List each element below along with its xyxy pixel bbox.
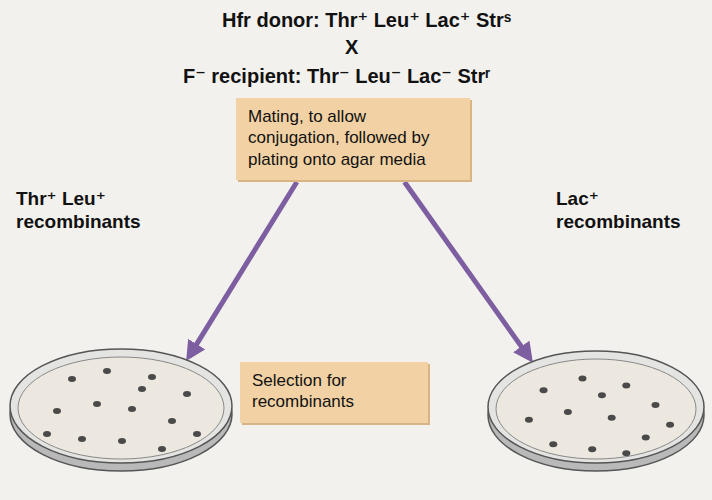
flow-arrow bbox=[404, 182, 530, 359]
genotype-label: F⁻ recipient: Thr⁻ Leu⁻ Lac⁻ Strʳ bbox=[183, 64, 490, 88]
colony-dot bbox=[564, 409, 572, 415]
genotype-label: Hfr donor: Thr⁺ Leu⁺ Lac⁺ Strˢ bbox=[222, 8, 511, 32]
box-text: Selection for recombinants bbox=[252, 370, 416, 413]
plate-heading: Lac⁺ recombinants bbox=[556, 188, 706, 234]
colony-dot bbox=[578, 376, 586, 382]
colony-dot bbox=[53, 408, 61, 414]
flow-arrow bbox=[189, 182, 297, 357]
colony-dot bbox=[642, 434, 650, 440]
plate-rim bbox=[488, 351, 704, 463]
colony-dot bbox=[138, 386, 146, 392]
colony-dot bbox=[168, 418, 176, 424]
colony-dot bbox=[540, 387, 548, 393]
colony-dot bbox=[666, 422, 674, 428]
plate-base bbox=[488, 359, 704, 471]
colony-dot bbox=[525, 417, 533, 423]
colony-dot bbox=[588, 446, 596, 452]
colony-dot bbox=[622, 450, 630, 456]
petri-dish: Thr⁺ Leu⁺ recombinants bbox=[8, 343, 234, 477]
colony-dot bbox=[651, 402, 659, 408]
colony-dot bbox=[43, 431, 51, 437]
colony-dot bbox=[549, 441, 557, 447]
process-box: Selection for recombinants bbox=[240, 362, 428, 423]
plate-rim bbox=[10, 349, 232, 463]
plate-drawing bbox=[486, 345, 706, 477]
colony-dot bbox=[608, 415, 616, 421]
process-box: Mating, to allow conjugation, followed b… bbox=[236, 98, 470, 180]
agar-surface bbox=[18, 357, 224, 459]
colony-dot bbox=[183, 391, 191, 397]
colony-dot bbox=[118, 438, 126, 444]
colony-dot bbox=[128, 406, 136, 412]
colony-dot bbox=[103, 368, 111, 374]
box-text: Mating, to allow conjugation, followed b… bbox=[248, 106, 458, 170]
colony-dot bbox=[598, 392, 606, 398]
colony-dot bbox=[148, 374, 156, 380]
colony-dot bbox=[622, 382, 630, 388]
colony-dot bbox=[158, 446, 166, 452]
cross-symbol: X bbox=[345, 36, 358, 59]
colony-dot bbox=[193, 431, 201, 437]
petri-dish: Lac⁺ recombinants bbox=[486, 345, 706, 477]
plate-drawing bbox=[8, 343, 234, 477]
plate-base bbox=[10, 357, 232, 471]
colony-dot bbox=[68, 376, 76, 382]
agar-surface bbox=[496, 359, 696, 459]
colony-dot bbox=[93, 401, 101, 407]
colony-dot bbox=[78, 436, 86, 442]
plate-heading: Thr⁺ Leu⁺ recombinants bbox=[16, 188, 196, 234]
